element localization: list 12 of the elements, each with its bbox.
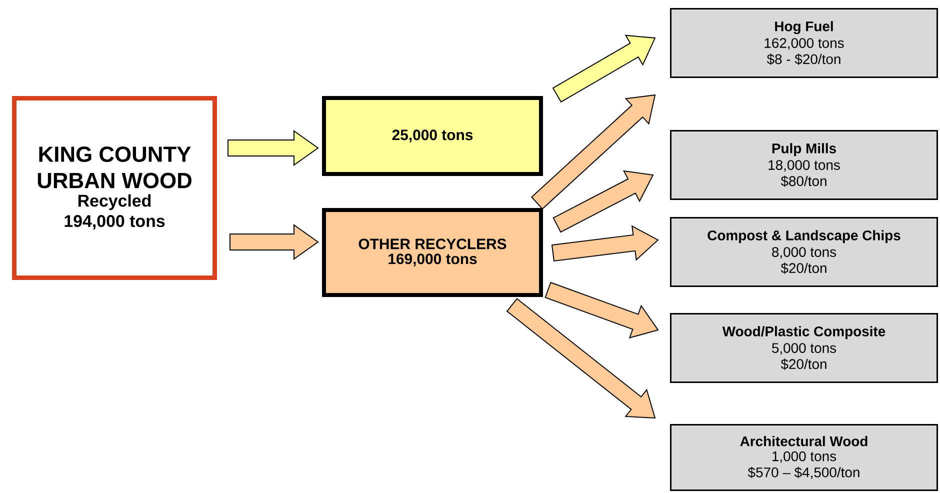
market-box: Pulp Mills 18,000 tons $80/ton	[670, 130, 938, 200]
block-arrow	[552, 170, 654, 233]
block-arrow	[230, 224, 319, 260]
market-box: Wood/Plastic Composite 5,000 tons $20/ton	[670, 313, 938, 383]
block-arrow	[228, 130, 319, 166]
market-box: Hog Fuel 162,000 tons $8 - $20/ton	[670, 8, 938, 78]
market-box: Architectural Wood 1,000 tons $570 – $4,500/ton	[670, 424, 938, 491]
market-box: Compost & Landscape Chips 8,000 tons $20/ton	[670, 217, 938, 287]
source-box: KING COUNTY URBAN WOOD Recycled 194,000 tons	[12, 96, 217, 280]
block-arrow	[544, 282, 659, 338]
recycler-box: OTHER RECYCLERS 169,000 tons	[322, 208, 543, 297]
recycler-box: 25,000 tons	[322, 96, 543, 176]
